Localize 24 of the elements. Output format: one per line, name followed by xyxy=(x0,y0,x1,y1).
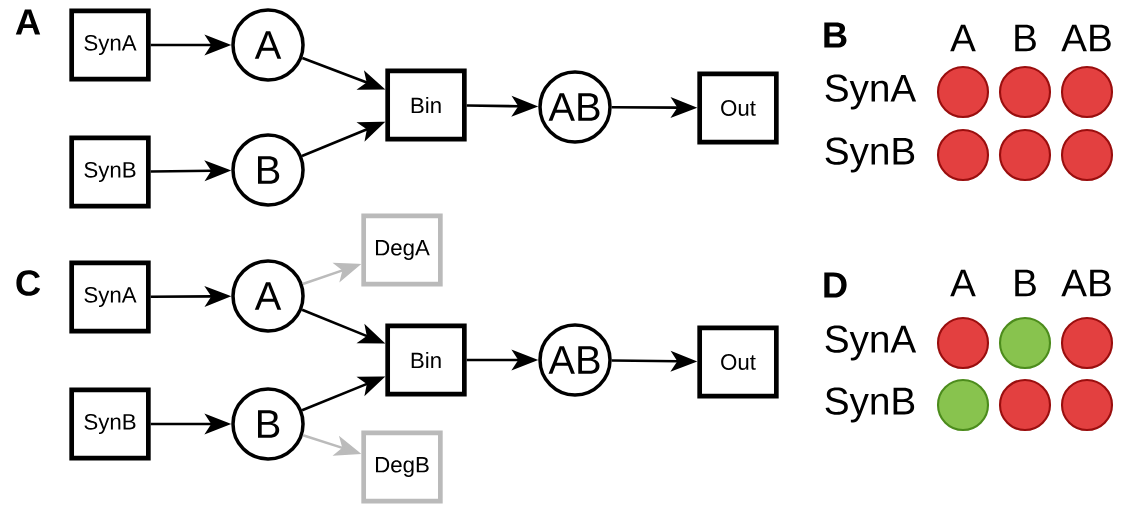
column-header: A xyxy=(950,24,976,52)
row-label: SynA xyxy=(825,325,917,361)
process-box: Out xyxy=(697,71,779,145)
process-box: SynB xyxy=(69,387,151,461)
process-box: SynA xyxy=(69,8,151,82)
process-box: SynA xyxy=(69,260,151,334)
process-box: DegB xyxy=(361,430,443,504)
panel-letter: C xyxy=(16,270,41,296)
panel-letter: B xyxy=(824,22,847,48)
panel-letter: D xyxy=(824,272,847,298)
process-box: Bin xyxy=(385,323,467,397)
row-label: SynA xyxy=(825,74,917,110)
column-header: A xyxy=(950,269,976,297)
process-box: Bin xyxy=(385,68,467,142)
column-header: AB xyxy=(1061,269,1111,297)
column-header: B xyxy=(1015,24,1036,52)
panel-letter: A xyxy=(15,9,41,35)
row-label: SynB xyxy=(825,387,915,423)
process-box: SynB xyxy=(69,135,151,209)
column-header: B xyxy=(1015,269,1036,297)
process-box: DegA xyxy=(361,213,443,287)
process-box: Out xyxy=(697,325,779,399)
column-header: AB xyxy=(1061,24,1111,52)
row-label: SynB xyxy=(825,137,915,173)
